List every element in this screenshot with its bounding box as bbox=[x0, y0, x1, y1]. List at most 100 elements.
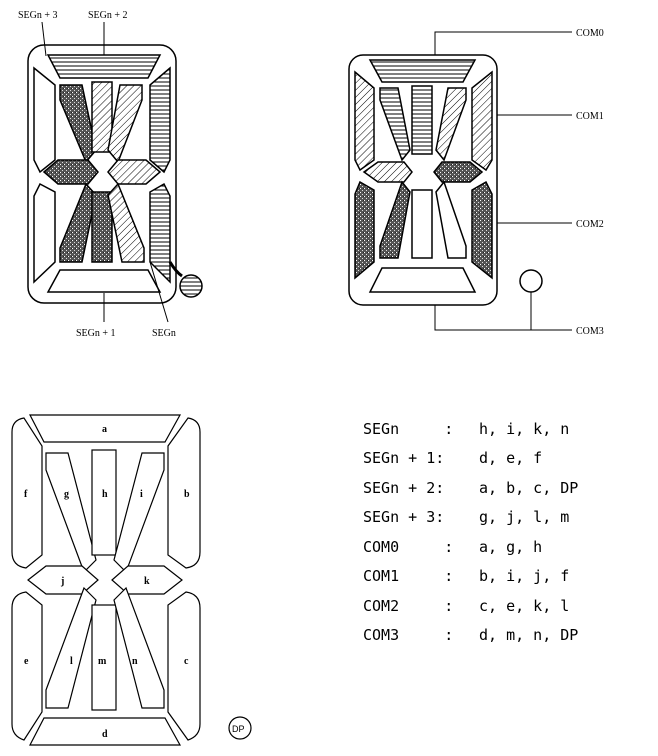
label-com3: COM3 bbox=[576, 326, 604, 337]
legend-key: SEGn + 3: bbox=[363, 508, 445, 527]
legend-value: d, m, n, DP bbox=[479, 626, 579, 645]
dp-connector bbox=[168, 261, 183, 278]
segment-l bbox=[59, 182, 97, 263]
label-com1: COM1 bbox=[576, 111, 604, 122]
map-letter-h: h bbox=[102, 489, 108, 500]
map-letter-a: a bbox=[102, 424, 107, 435]
map-letter-e: e bbox=[24, 656, 29, 667]
com-segment-g bbox=[379, 87, 411, 162]
display-outline bbox=[27, 44, 177, 304]
map-segment-i bbox=[113, 452, 165, 574]
segment-i bbox=[107, 84, 143, 164]
map-letter-dp: DP bbox=[232, 724, 245, 734]
legend-key: SEGn + 1: bbox=[363, 449, 445, 468]
com-segment-m bbox=[411, 189, 433, 259]
legend-row: COM1 : b, i, j, f bbox=[363, 562, 658, 592]
common-electrode-diagram bbox=[348, 31, 572, 331]
leader-seg-n3 bbox=[41, 21, 47, 57]
segment-electrode-diagram bbox=[27, 21, 203, 323]
segment-name-map bbox=[11, 414, 252, 746]
map-segment-e bbox=[11, 591, 43, 741]
map-letter-l: l bbox=[70, 656, 73, 667]
legend-row: SEGn + 3: g, j, l, m bbox=[363, 503, 658, 533]
legend-value: a, g, h bbox=[479, 537, 543, 556]
com-segment-n bbox=[435, 180, 467, 259]
com-segment-j bbox=[362, 161, 413, 183]
com-segment-c bbox=[471, 180, 493, 280]
segment-e bbox=[33, 182, 56, 284]
label-seg-n: SEGn bbox=[152, 328, 176, 339]
legend-key: COM1 : bbox=[363, 567, 454, 586]
map-letter-k: k bbox=[144, 576, 150, 587]
map-segment-l bbox=[45, 586, 97, 709]
leader-seg-n bbox=[149, 261, 169, 323]
legend-value: b, i, j, f bbox=[479, 567, 570, 586]
segment-b bbox=[149, 66, 171, 174]
legend-value: g, j, l, m bbox=[479, 508, 570, 527]
map-letter-g: g bbox=[64, 489, 69, 500]
leader-com0 bbox=[434, 31, 572, 55]
map-segment-dp bbox=[228, 716, 252, 740]
segment-g bbox=[59, 84, 97, 164]
segment-d bbox=[46, 269, 162, 293]
legend-key: SEGn : bbox=[363, 419, 454, 438]
legend-row: SEGn + 2: a, b, c, DP bbox=[363, 473, 658, 503]
segment-c bbox=[149, 182, 171, 284]
map-letter-m: m bbox=[98, 656, 107, 667]
com-segment-k bbox=[433, 161, 484, 183]
map-segment-g bbox=[45, 452, 97, 574]
com-segment-l bbox=[379, 180, 411, 259]
map-letter-c: c bbox=[184, 656, 189, 667]
map-segment-f bbox=[11, 417, 43, 569]
map-segment-m bbox=[91, 604, 117, 711]
com-segment-a bbox=[368, 59, 477, 83]
legend-row: COM0 : a, g, h bbox=[363, 532, 658, 562]
legend-key: SEGn + 2: bbox=[363, 478, 445, 497]
com-segment-e bbox=[354, 180, 375, 280]
legend-key: COM0 : bbox=[363, 537, 454, 556]
leader-com3 bbox=[434, 305, 572, 331]
map-segment-h bbox=[91, 449, 117, 556]
legend-row: SEGn + 1: d, e, f bbox=[363, 444, 658, 474]
com-segment-f bbox=[354, 70, 375, 172]
label-com2: COM2 bbox=[576, 219, 604, 230]
map-segment-b bbox=[167, 417, 201, 569]
map-segment-a bbox=[29, 414, 182, 443]
legend-value: c, e, k, l bbox=[479, 596, 570, 615]
legend-row: COM2 : c, e, k, l bbox=[363, 591, 658, 621]
map-letter-n: n bbox=[132, 656, 138, 667]
segment-m bbox=[91, 191, 113, 263]
label-com0: COM0 bbox=[576, 28, 604, 39]
com-segment-dp bbox=[519, 269, 543, 293]
display-outline bbox=[348, 54, 498, 306]
label-seg-n3: SEGn + 3 bbox=[18, 10, 58, 21]
map-letter-i: i bbox=[140, 489, 143, 500]
com-segment-i bbox=[435, 87, 467, 162]
map-letter-d: d bbox=[102, 729, 108, 740]
segment-n bbox=[107, 182, 145, 263]
legend-value: h, i, k, n bbox=[479, 419, 570, 438]
map-letter-j: j bbox=[60, 576, 64, 587]
segment-h bbox=[91, 81, 113, 153]
legend-row: COM3 : d, m, n, DP bbox=[363, 621, 658, 651]
map-letter-b: b bbox=[184, 489, 190, 500]
label-seg-n1: SEGn + 1 bbox=[76, 328, 116, 339]
legend-key: COM2 : bbox=[363, 596, 454, 615]
map-segment-c bbox=[167, 591, 201, 741]
map-segment-d bbox=[29, 717, 182, 746]
map-segment-n bbox=[113, 586, 165, 709]
map-segment-j bbox=[27, 565, 99, 595]
segment-common-legend: SEGn : h, i, k, n SEGn + 1: d, e, f SEGn… bbox=[363, 414, 658, 650]
segment-j bbox=[42, 159, 99, 185]
legend-value: a, b, c, DP bbox=[479, 478, 579, 497]
segment-a bbox=[46, 54, 162, 79]
segment-k bbox=[107, 159, 162, 185]
com-segment-d bbox=[368, 267, 477, 293]
legend-value: d, e, f bbox=[479, 449, 543, 468]
com-segment-h bbox=[411, 85, 433, 155]
segment-dp bbox=[179, 274, 203, 298]
legend-row: SEGn : h, i, k, n bbox=[363, 414, 658, 444]
com-segment-b bbox=[471, 70, 493, 172]
map-letter-f: f bbox=[24, 489, 28, 500]
